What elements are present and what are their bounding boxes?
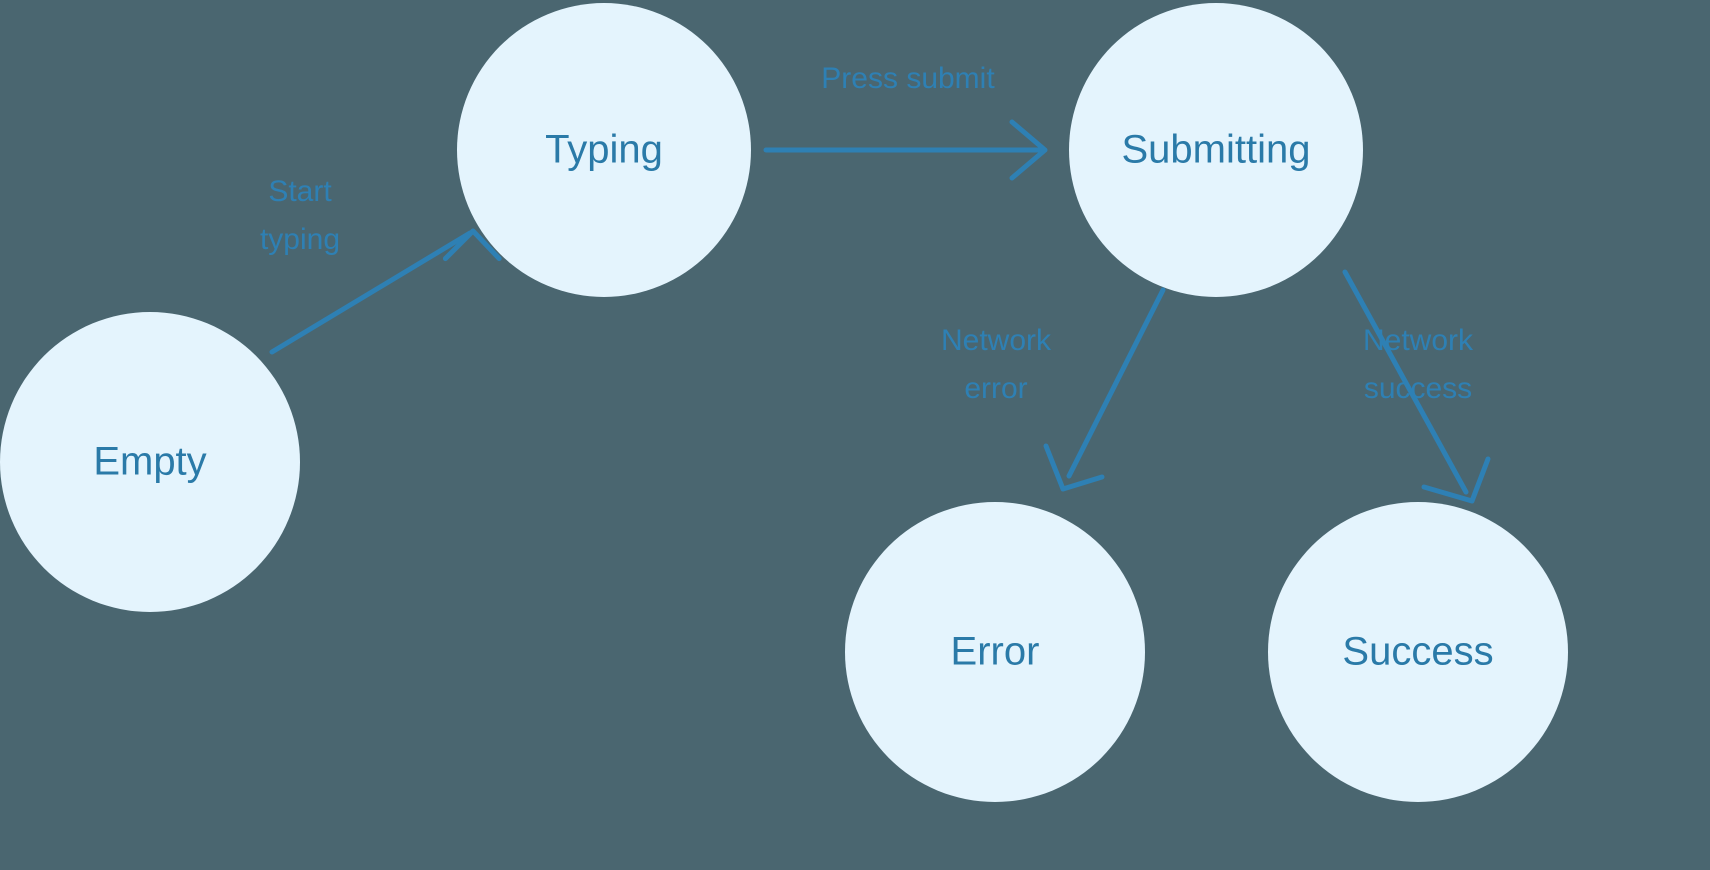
arrowhead-submitting-to-success <box>1421 456 1491 504</box>
edge-label-line-typing: typing <box>260 223 340 256</box>
edge-submitting-to-error <box>1043 287 1166 492</box>
edge-line-submitting-to-error <box>1066 287 1166 479</box>
node-error[interactable]: Error <box>845 502 1145 802</box>
edge-label-line-success: success <box>1364 372 1472 405</box>
node-circle-success[interactable] <box>1268 502 1568 802</box>
node-circle-error[interactable] <box>845 502 1145 802</box>
node-label-success: Success <box>1342 630 1493 674</box>
edge-label-line-start: Start <box>268 175 332 208</box>
edge-label-line-press-submit: Press submit <box>821 62 995 95</box>
edge-typing-to-submitting <box>763 119 1048 181</box>
edge-empty-to-typing <box>269 228 502 355</box>
arrowhead-empty-to-typing <box>442 228 502 262</box>
edge-label-line-network-ok: Network <box>1363 324 1474 357</box>
node-circle-typing[interactable] <box>457 3 751 297</box>
node-label-error: Error <box>951 630 1040 674</box>
node-label-submitting: Submitting <box>1122 128 1311 172</box>
node-label-typing: Typing <box>545 128 663 172</box>
node-typing[interactable]: Typing <box>457 3 751 297</box>
edge-label-submitting-to-success: Network success <box>1363 324 1474 405</box>
edge-line-empty-to-typing <box>269 230 473 355</box>
edge-label-submitting-to-error: Network error <box>941 324 1052 405</box>
arrowhead-submitting-to-error <box>1043 443 1105 492</box>
edge-label-empty-to-typing: Start typing <box>260 175 340 256</box>
node-empty[interactable]: Empty <box>0 312 300 612</box>
edge-label-typing-to-submitting: Press submit <box>821 62 995 95</box>
edge-label-line-error: error <box>964 372 1027 405</box>
node-circle-empty[interactable] <box>0 312 300 612</box>
edge-line-submitting-to-success <box>1342 269 1469 495</box>
node-circle-submitting[interactable] <box>1069 3 1363 297</box>
edge-submitting-to-success <box>1342 269 1491 504</box>
node-submitting[interactable]: Submitting <box>1069 3 1363 297</box>
edge-label-line-network-err: Network <box>941 324 1052 357</box>
arrowhead-typing-to-submitting <box>1009 119 1048 181</box>
node-success[interactable]: Success <box>1268 502 1568 802</box>
node-label-empty: Empty <box>93 440 206 484</box>
